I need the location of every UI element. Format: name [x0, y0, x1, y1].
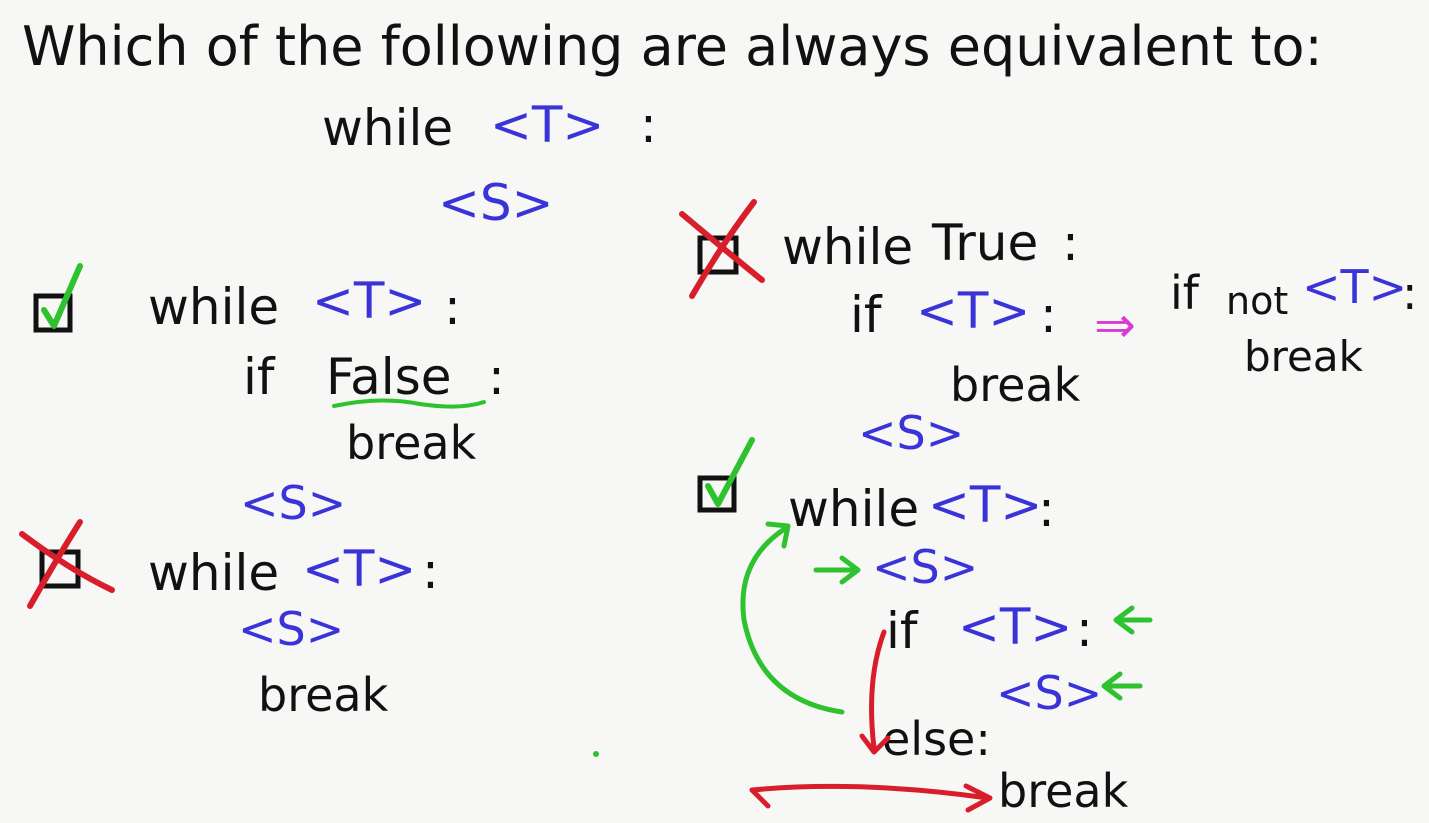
option-b-colon: :: [422, 542, 439, 600]
option-b-break: break: [258, 668, 389, 722]
option-d-while-keyword: while: [788, 480, 920, 538]
option-d-entry-arrow-icon: [813, 555, 861, 585]
option-d-body-2: <S>: [996, 666, 1103, 720]
option-c-note-break: break: [1244, 332, 1363, 381]
option-c-note-not: not: [1226, 279, 1289, 323]
option-c-colon: :: [1062, 214, 1079, 272]
option-c-note-arrow: ⇒: [1094, 296, 1136, 354]
option-b-condition: <T>: [302, 540, 417, 598]
option-a-false-literal: False: [326, 348, 452, 406]
option-d-else-flow-arrow-icon: [859, 629, 891, 755]
option-a-if-keyword: if: [243, 348, 275, 406]
original-colon: :: [640, 96, 657, 154]
original-condition: <T>: [490, 96, 605, 154]
option-b-body: <S>: [238, 602, 345, 656]
option-a-checkbox-checked-icon: [33, 263, 83, 333]
option-a-break: break: [346, 416, 477, 470]
option-c-checkbox-crossed-icon: [679, 199, 765, 299]
original-body: <S>: [438, 174, 554, 232]
option-d-if-condition: <T>: [958, 598, 1073, 656]
option-d-condition: <T>: [928, 476, 1043, 534]
option-a-condition: <T>: [312, 272, 427, 330]
option-d-loop-arrow-icon: [740, 521, 845, 715]
option-c-break: break: [950, 358, 1081, 412]
option-d-break-exit-arrow-icon: [749, 783, 993, 813]
option-c-if-colon: :: [1040, 286, 1057, 344]
option-a-body: <S>: [240, 476, 347, 530]
option-d-body-1: <S>: [872, 540, 979, 594]
option-c-note-colon: :: [1402, 266, 1418, 320]
option-b-while-keyword: while: [148, 544, 280, 602]
stray-mark-dot: [593, 751, 599, 757]
option-d-back-arrow-2-icon: [1101, 671, 1143, 701]
option-a-while-keyword: while: [148, 278, 280, 336]
option-c-note-condition: <T>: [1302, 260, 1408, 314]
option-a-false-underline: [332, 398, 486, 409]
option-a-colon: :: [444, 278, 461, 336]
option-c-if-keyword: if: [850, 286, 882, 344]
option-c-condition: <T>: [916, 282, 1031, 340]
option-d-break: break: [998, 764, 1129, 818]
option-d-if-colon: :: [1076, 600, 1093, 658]
option-c-true-literal: True: [932, 214, 1039, 272]
option-d-colon: :: [1038, 480, 1055, 538]
question-text: Which of the following are always equiva…: [22, 15, 1323, 78]
option-c-note-if: if: [1170, 266, 1199, 320]
option-d-checkbox-checked-icon: [697, 437, 755, 513]
option-c-body: <S>: [858, 406, 965, 460]
option-d-back-arrow-1-icon: [1113, 605, 1153, 635]
option-d-else: else:: [882, 712, 991, 766]
option-c-while-keyword: while: [782, 218, 914, 276]
original-while-keyword: while: [322, 99, 454, 157]
option-b-checkbox-crossed-icon: [19, 519, 115, 609]
option-a-if-colon: :: [488, 348, 505, 406]
option-d-if-keyword: if: [886, 602, 918, 660]
